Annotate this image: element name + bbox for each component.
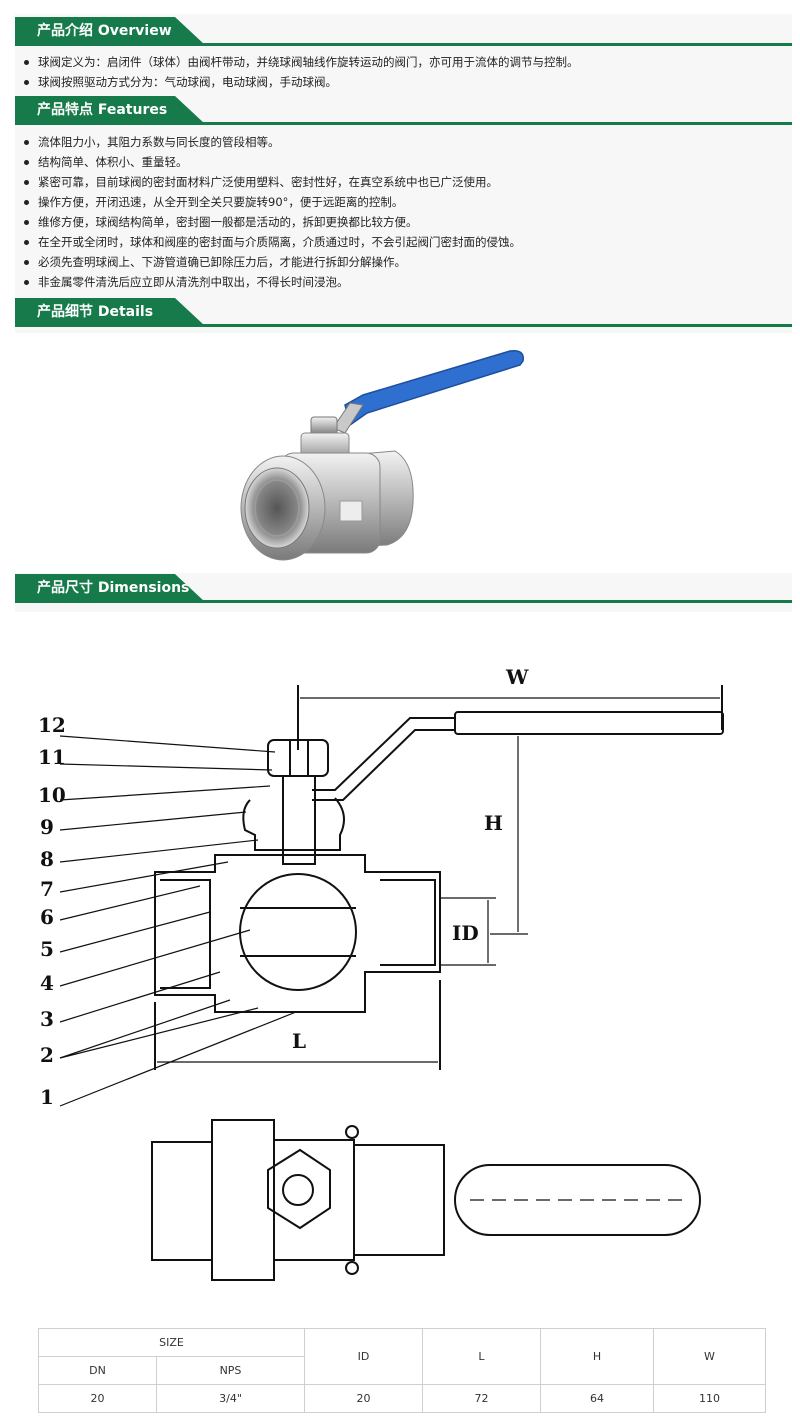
table-header: NPS bbox=[156, 1356, 305, 1385]
ball-valve-photo bbox=[15, 333, 792, 573]
part-number: 7 bbox=[40, 877, 54, 901]
valve-drawing-svg: 12 11 10 9 8 7 6 5 4 3 2 1 W H ID L bbox=[38, 665, 724, 1281]
dimensions-table: SIZE ID L H W DN NPS 20 3/4" 20 72 64 11… bbox=[38, 1328, 766, 1413]
table-header: L bbox=[422, 1328, 541, 1385]
handle-lever bbox=[332, 402, 364, 434]
table-header: W bbox=[653, 1328, 766, 1385]
table-cell: 3/4" bbox=[156, 1384, 305, 1413]
part-number: 2 bbox=[40, 1043, 54, 1067]
handle-grip bbox=[344, 349, 524, 427]
list-item: 操作方便，开闭迅速，从全开到全关只要旋转90°，便于远距离的控制。 bbox=[22, 192, 782, 212]
list-item: 球阀定义为：启闭件（球体）由阀杆带动，并绕球阀轴线作旋转运动的阀门，亦可用于流体… bbox=[22, 52, 782, 72]
part-number: 8 bbox=[40, 847, 54, 871]
table-row: SIZE ID L H W bbox=[38, 1328, 766, 1385]
list-item: 必须先查明球阀上、下游管道确已卸除压力后，才能进行拆卸分解操作。 bbox=[22, 252, 782, 272]
part-number: 10 bbox=[38, 783, 66, 807]
section-rule bbox=[15, 324, 792, 327]
part-number: 11 bbox=[38, 745, 66, 769]
list-item: 维修方便，球阀结构简单，密封圈一般都是活动的，拆卸更换都比较方便。 bbox=[22, 212, 782, 232]
table-cell: 72 bbox=[422, 1384, 541, 1413]
overview-list: 球阀定义为：启闭件（球体）由阀杆带动，并绕球阀轴线作旋转运动的阀门，亦可用于流体… bbox=[22, 52, 782, 92]
features-list: 流体阻力小，其阻力系数与同长度的管段相等。 结构简单、体积小、重量轻。 紧密可靠… bbox=[22, 132, 782, 292]
part-number: 1 bbox=[40, 1085, 54, 1109]
part-number: 3 bbox=[40, 1007, 54, 1031]
stem-nut bbox=[310, 416, 338, 436]
part-number: 5 bbox=[40, 937, 54, 961]
dimensions-header: 产品尺寸 Dimensions bbox=[15, 574, 792, 604]
features-title: 产品特点 Features bbox=[15, 96, 205, 124]
dim-label-h: H bbox=[484, 811, 503, 835]
list-item: 流体阻力小，其阻力系数与同长度的管段相等。 bbox=[22, 132, 782, 152]
table-header: DN bbox=[38, 1356, 157, 1385]
part-number: 4 bbox=[40, 971, 54, 995]
section-rule bbox=[15, 43, 792, 46]
table-cell: 20 bbox=[304, 1384, 423, 1413]
list-item: 在全开或全闭时，球体和阀座的密封面与介质隔离，介质通过时，不会引起阀门密封面的侵… bbox=[22, 232, 782, 252]
list-item: 非金属零件清洗后应立即从清洗剂中取出，不得长时间浸泡。 bbox=[22, 272, 782, 292]
table-header: ID bbox=[304, 1328, 423, 1385]
table-header: H bbox=[540, 1328, 654, 1385]
thread-ring bbox=[254, 479, 300, 537]
section-rule bbox=[15, 600, 792, 603]
overview-title: 产品介绍 Overview bbox=[15, 17, 205, 45]
dim-label-id: ID bbox=[452, 921, 479, 945]
table-cell: 64 bbox=[540, 1384, 654, 1413]
overview-header: 产品介绍 Overview bbox=[15, 17, 792, 47]
list-item: 结构简单、体积小、重量轻。 bbox=[22, 152, 782, 172]
list-item: 球阀按照驱动方式分为：气动球阀，电动球阀，手动球阀。 bbox=[22, 72, 782, 92]
dim-label-w: W bbox=[505, 665, 529, 689]
details-header: 产品细节 Details bbox=[15, 298, 792, 328]
table-cell: 110 bbox=[653, 1384, 766, 1413]
part-number: 9 bbox=[40, 815, 54, 839]
section-rule bbox=[15, 122, 792, 125]
features-header: 产品特点 Features bbox=[15, 96, 792, 126]
details-title: 产品细节 Details bbox=[15, 298, 205, 326]
table-cell: 20 bbox=[38, 1384, 157, 1413]
list-item: 紧密可靠，目前球阀的密封面材料广泛使用塑料、密封性好，在真空系统中也已广泛使用。 bbox=[22, 172, 782, 192]
table-header: SIZE bbox=[38, 1328, 305, 1357]
ball-valve-image bbox=[240, 349, 524, 561]
table-row: 20 3/4" 20 72 64 110 bbox=[38, 1384, 766, 1413]
part-number: 6 bbox=[40, 905, 54, 929]
dimensions-title: 产品尺寸 Dimensions bbox=[15, 574, 205, 602]
dim-label-l: L bbox=[292, 1029, 306, 1053]
technical-drawing: 12 11 10 9 8 7 6 5 4 3 2 1 W H ID L bbox=[0, 640, 800, 1290]
part-number: 12 bbox=[38, 713, 66, 737]
body-marking bbox=[339, 500, 363, 522]
